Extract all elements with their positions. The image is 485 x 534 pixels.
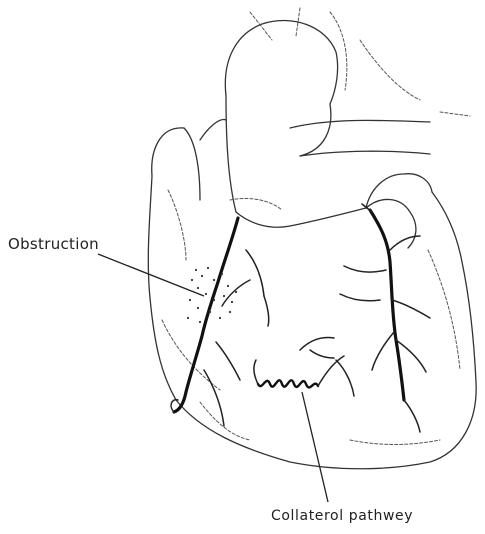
collateral-vessel — [258, 380, 318, 387]
left-descending-artery — [370, 210, 404, 400]
coronary-arteries — [171, 204, 430, 432]
great-vessels — [200, 8, 470, 212]
obstruction-label: Obstruction — [8, 235, 99, 253]
collateral-pathway-label: Collaterol pathwey — [271, 508, 413, 524]
right-coronary-artery — [174, 218, 238, 412]
obstruction-leader-line — [98, 254, 204, 296]
collateral-leader-line — [302, 392, 328, 502]
heart-outline — [148, 128, 476, 469]
